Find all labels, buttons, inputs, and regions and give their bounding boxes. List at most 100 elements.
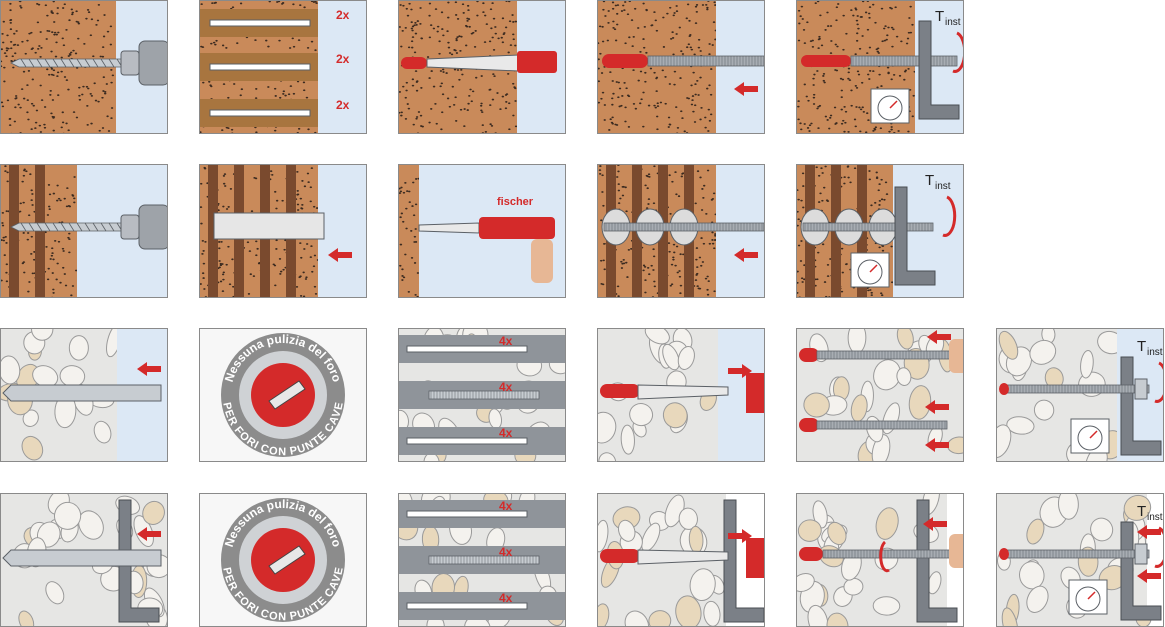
drill-chuck (121, 51, 139, 75)
drill-bit (3, 550, 161, 566)
step-2-4-insert-rod-svg (598, 165, 764, 297)
repeat-count: 4x (499, 334, 513, 348)
repeat-count: 2x (336, 98, 350, 112)
injection-mortar (801, 55, 851, 67)
step-1-4-insert-rod-svg (598, 1, 764, 133)
torque-label: T (1137, 503, 1146, 520)
step-2-4-insert-rod (597, 164, 765, 298)
injection-mortar (401, 57, 427, 69)
step-3-3-clean: 4x 4x 4x (398, 328, 566, 462)
step-1-2-clean: 2x 2x 2x (199, 0, 367, 134)
hex-nut (1135, 379, 1147, 399)
threaded-rod (429, 556, 539, 564)
drill-bit (11, 223, 121, 231)
step-1-3-inject (398, 0, 566, 134)
cleaning-tool (210, 64, 310, 70)
drill-body (139, 205, 167, 249)
cleaning-tool (210, 110, 310, 116)
injection-mortar (799, 547, 823, 561)
step-1-2-clean-svg: 2x 2x 2x (200, 1, 366, 133)
step-1-1-drill (0, 0, 168, 134)
threaded-rod (429, 391, 539, 399)
step-2-2-insert-sleeve (199, 164, 367, 298)
step-1-3-inject-svg (399, 1, 565, 133)
torque-subscript: inst (935, 181, 951, 192)
injection-mortar (799, 418, 819, 432)
air-space (716, 1, 764, 133)
step-3-5-insert-rod-svg (797, 329, 963, 461)
step-2-1-drill (0, 164, 168, 298)
step-2-1-drill-svg (1, 165, 167, 297)
torque-subscript: inst (1147, 347, 1163, 358)
step-3-1-drill-svg (1, 329, 167, 461)
hex-nut (1135, 544, 1147, 564)
step-2-3-inject-svg: fischer (399, 165, 565, 297)
step-4-4-inject-svg (598, 494, 764, 626)
injection-mortar (999, 383, 1009, 395)
injection-gun (746, 538, 764, 578)
step-3-5-insert-rod (796, 328, 964, 462)
repeat-count: 2x (336, 8, 350, 22)
threaded-rod (648, 56, 764, 66)
repeat-count: 4x (499, 499, 513, 513)
torque-subscript: inst (1147, 512, 1163, 523)
torque-subscript: inst (945, 17, 961, 28)
repeat-count: 4x (499, 380, 513, 394)
hand (949, 339, 963, 373)
drill-chuck (121, 215, 139, 239)
step-3-3-clean-svg: 4x 4x 4x (399, 329, 565, 461)
step-4-5-insert-rod-svg (797, 494, 963, 626)
step-4-1-drill (0, 493, 168, 627)
injection-gun (517, 51, 557, 73)
brand-label: fischer (497, 196, 534, 208)
injection-mortar (600, 549, 640, 563)
drill-bit (11, 59, 121, 67)
repeat-count: 2x (336, 52, 350, 66)
hollow-chamber (9, 165, 19, 297)
torque-label: T (935, 8, 944, 25)
injection-gun (479, 217, 555, 239)
threaded-rod (823, 550, 961, 558)
repeat-count: 4x (499, 426, 513, 440)
drill-bit (3, 385, 161, 401)
injection-mortar (602, 54, 648, 68)
step-4-5-insert-rod (796, 493, 964, 627)
cleaning-tool (210, 20, 310, 26)
step-1-4-insert-rod (597, 0, 765, 134)
step-2-3-inject: fischer (398, 164, 566, 298)
threaded-rod (1003, 385, 1149, 393)
drill-body (139, 41, 167, 85)
torque-label: T (925, 172, 934, 189)
step-3-4-inject-svg (598, 329, 764, 461)
brick-wall (399, 165, 419, 297)
mesh-sleeve (214, 213, 324, 239)
injection-mortar (999, 548, 1009, 560)
repeat-count: 4x (499, 591, 513, 605)
step-4-1-drill-svg (1, 494, 167, 626)
step-2-2-insert-sleeve-svg (200, 165, 366, 297)
injection-mortar (799, 348, 819, 362)
static-mixer (419, 223, 479, 233)
injection-mortar (600, 384, 640, 398)
step-3-4-inject (597, 328, 765, 462)
hand (949, 534, 963, 568)
step-4-4-inject (597, 493, 765, 627)
injection-gun (746, 373, 764, 413)
hand (531, 239, 553, 283)
step-1-1-drill-svg (1, 1, 167, 133)
